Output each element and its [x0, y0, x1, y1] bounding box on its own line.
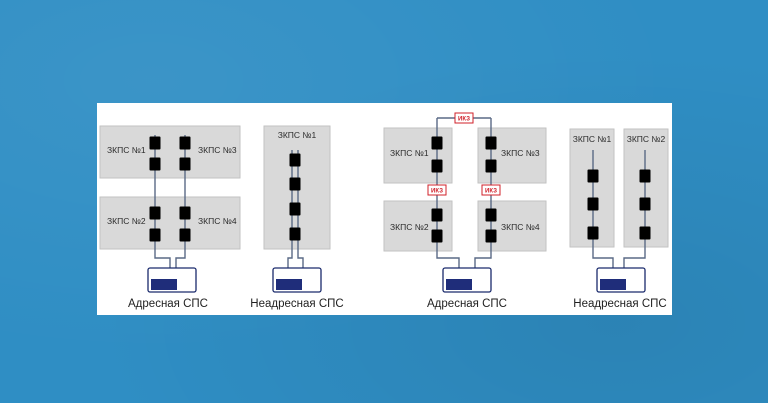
smoke-detector-icon [289, 177, 301, 191]
zone-label-1: ЗКПС №1 [573, 134, 612, 144]
smoke-detector-icon [149, 157, 161, 171]
heat-detector-icon [179, 136, 191, 150]
zone-label-1: ЗКПС №1 [390, 148, 429, 158]
control-panel [272, 267, 322, 293]
control-panel [442, 267, 492, 293]
isolator-left: ИКЗ [427, 184, 447, 196]
heat-detector-icon [179, 157, 191, 171]
heat-detector-icon [431, 136, 443, 150]
heat-detector-icon [587, 197, 599, 211]
isolator-top: ИКЗ [454, 112, 474, 124]
zone-box-2 [99, 196, 241, 250]
smoke-detector-icon [149, 228, 161, 242]
svg-text:ИКЗ: ИКЗ [485, 189, 497, 195]
smoke-detector-icon [485, 136, 497, 150]
control-panel [147, 267, 197, 293]
svg-text:ИКЗ: ИКЗ [458, 117, 470, 123]
left-address-scheme: ЗКПС №1 ЗКПС №2 ЗКПС №3 ЗКПС №4 Адресная… [99, 125, 241, 310]
heat-detector-icon [485, 159, 497, 173]
heat-detector-icon [289, 153, 301, 167]
zone-box-1 [99, 125, 241, 179]
smoke-detector-icon [431, 159, 443, 173]
zone-box-2 [383, 200, 453, 252]
isolator-right: ИКЗ [481, 184, 501, 196]
control-panel [596, 267, 646, 293]
zone-label-1: ЗКПС №1 [107, 145, 146, 155]
smoke-detector-icon [289, 227, 301, 241]
zone-label-4: ЗКПС №4 [198, 216, 237, 226]
loop-wire-right [175, 135, 186, 268]
zone-label-2: ЗКПС №2 [627, 134, 666, 144]
zone-label-3: ЗКПС №3 [501, 148, 540, 158]
heat-detector-icon [587, 169, 599, 183]
smoke-detector-icon [431, 229, 443, 243]
smoke-detector-icon [639, 169, 651, 183]
zone-label-4: ЗКПС №4 [501, 222, 540, 232]
heat-detector-icon [587, 226, 599, 240]
caption-address: Адресная СПС [427, 298, 507, 310]
svg-text:ИКЗ: ИКЗ [431, 189, 443, 195]
heat-detector-icon [289, 202, 301, 216]
zone-label-1: ЗКПС №1 [278, 130, 317, 140]
left-nonaddress-scheme: ЗКПС №1 Неадресная СПС [250, 125, 344, 310]
zone-label-3: ЗКПС №3 [198, 145, 237, 155]
smoke-detector-icon [639, 197, 651, 211]
zone-label-2: ЗКПС №2 [390, 222, 429, 232]
right-nonaddress-scheme: ЗКПС №1 ЗКПС №2 Неадресная СПС [569, 128, 669, 310]
smoke-detector-icon [639, 226, 651, 240]
zone-label-2: ЗКПС №2 [107, 216, 146, 226]
smoke-detector-icon [149, 206, 161, 220]
caption-nonaddress: Неадресная СПС [573, 298, 666, 310]
right-address-scheme: ЗКПС №1 ЗКПС №2 ЗКПС №3 ЗКПС №4 ИКЗ ИКЗ … [383, 112, 547, 310]
smoke-detector-icon [485, 229, 497, 243]
caption-nonaddress: Неадресная СПС [250, 298, 343, 310]
smoke-detector-icon [431, 208, 443, 222]
heat-detector-icon [485, 208, 497, 222]
caption-address: Адресная СПС [128, 298, 208, 310]
smoke-detector-icon [179, 228, 191, 242]
heat-detector-icon [149, 136, 161, 150]
heat-detector-icon [179, 206, 191, 220]
loop-wire-left [154, 135, 171, 268]
